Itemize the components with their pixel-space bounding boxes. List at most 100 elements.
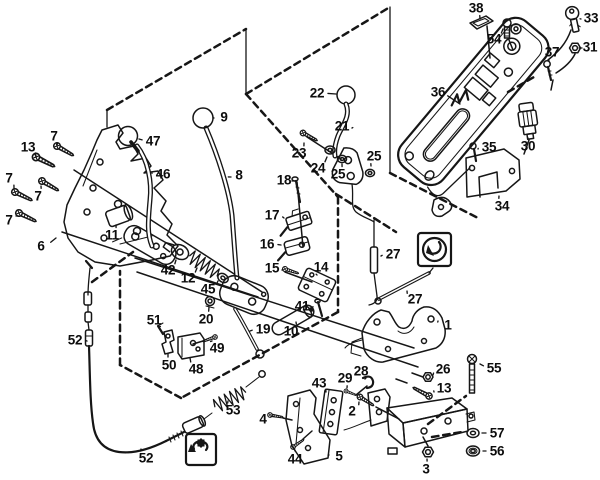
- part-callout-6: 6: [37, 238, 45, 254]
- part-6-mount-bracket: [63, 124, 179, 267]
- part-31-nut: [568, 42, 582, 54]
- part-callout-55: 55: [486, 360, 502, 376]
- part-callout-25: 25: [330, 166, 346, 182]
- part-27-link-vertical: [368, 219, 379, 306]
- part-28-clip: [361, 375, 375, 390]
- callout-leader: [281, 216, 285, 219]
- part-47-knob: [117, 125, 139, 147]
- callout-leader: [380, 254, 383, 257]
- part-20-nut: [204, 295, 216, 309]
- part-26-nut: [422, 371, 434, 383]
- part-callout-22: 22: [309, 85, 325, 101]
- callout-leader: [50, 237, 57, 243]
- panel-boundary-lines: [90, 5, 536, 439]
- callout-leader: [138, 138, 143, 141]
- part-callout-19: 19: [255, 321, 271, 337]
- part-36-console-panel: [397, 16, 550, 197]
- rotation-warning-icon: [416, 231, 453, 268]
- part-callout-4: 4: [259, 411, 267, 427]
- part-callout-44: 44: [287, 451, 303, 467]
- part-callout-35: 35: [481, 139, 497, 155]
- part-callout-11: 11: [105, 227, 119, 243]
- clip-bracket: [431, 196, 453, 218]
- part-callout-29: 29: [337, 370, 353, 386]
- part-38-plate: [469, 15, 494, 30]
- part-callout-41: 41: [294, 298, 310, 314]
- callout-leader: [479, 363, 485, 367]
- part-24-washer: [324, 145, 336, 155]
- part-callout-9: 9: [220, 109, 228, 125]
- part-37-screw: [543, 60, 553, 82]
- part-callout-47: 47: [145, 133, 161, 149]
- part-27-link-diagonal: [374, 267, 434, 305]
- callout-leader-lines: [13, 14, 583, 462]
- part-46-lever: [129, 140, 155, 249]
- part-callout-43: 43: [311, 375, 327, 391]
- part-10-spacer: [271, 304, 315, 336]
- part-56-washer: [465, 445, 481, 457]
- screw-23: [298, 128, 320, 144]
- part-25-washer-b: [364, 168, 376, 178]
- part-callout-33: 33: [583, 10, 599, 26]
- cable-end-fitting: [181, 415, 207, 434]
- spring-tail: [245, 376, 260, 388]
- part-callout-45: 45: [200, 281, 216, 297]
- part-callout-42: 42: [160, 262, 176, 278]
- part-3-nut: [421, 446, 435, 458]
- part-callout-51: 51: [146, 312, 162, 328]
- part-9-knob: [192, 107, 214, 129]
- part-41-pin: [314, 298, 324, 318]
- part-callout-38: 38: [468, 0, 484, 16]
- part-callout-50: 50: [161, 357, 177, 373]
- part-callout-57: 57: [489, 425, 505, 441]
- part-callout-23: 23: [291, 145, 307, 161]
- part-34-bracket: [465, 148, 521, 198]
- part-callout-10: 10: [283, 323, 299, 339]
- part-42-cam: [162, 241, 190, 261]
- screw-7-a: [51, 140, 76, 160]
- lever-pivot-plate: [218, 274, 270, 316]
- part-callout-1: 1: [444, 317, 452, 333]
- callout-leader: [215, 280, 219, 285]
- callout-leader: [315, 273, 318, 276]
- callout-leader: [432, 372, 435, 376]
- callout-leader: [34, 152, 37, 157]
- callout-leader: [500, 28, 504, 34]
- part-callout-30: 30: [520, 138, 536, 154]
- part-callout-15: 15: [264, 260, 280, 276]
- part-callout-25: 25: [366, 148, 382, 164]
- part-13-bolt-lower: [410, 384, 434, 401]
- part-callout-20: 20: [198, 311, 214, 327]
- cable-link: [203, 412, 213, 420]
- part-1-support-bracket: [344, 306, 446, 363]
- blade-rotation-warning-icon: [184, 432, 218, 467]
- callout-leader: [249, 329, 253, 332]
- part-callout-49: 49: [209, 340, 225, 356]
- part-callout-46: 46: [155, 166, 171, 182]
- part-callout-27: 27: [385, 246, 401, 262]
- part-14-bracket: [297, 267, 337, 303]
- part-callout-13: 13: [436, 380, 452, 396]
- callout-leader: [324, 156, 328, 163]
- linkage-cable: [351, 183, 375, 223]
- part-54-bolt: [502, 18, 512, 39]
- part-callout-52: 52: [67, 332, 83, 348]
- part-16-clamp: [276, 236, 311, 262]
- part-callout-36: 36: [430, 84, 446, 100]
- part-55-bolt: [466, 353, 478, 394]
- part-8-lever: [203, 125, 240, 281]
- part-callout-13: 13: [20, 139, 36, 155]
- part-57-washer: [466, 427, 480, 439]
- part-53-spring: [212, 386, 247, 412]
- part-callout-26: 26: [435, 361, 451, 377]
- part-callout-52: 52: [138, 450, 154, 466]
- part-callout-7: 7: [50, 128, 58, 144]
- part-29-screw: [342, 387, 358, 398]
- part-5-bracket: [285, 389, 331, 465]
- part-callout-21: 21: [334, 118, 350, 134]
- part-callout-8: 8: [235, 167, 243, 183]
- part-35-screw: [469, 142, 478, 163]
- part-callout-53: 53: [225, 402, 241, 418]
- lower-frame-bracket: [343, 388, 476, 455]
